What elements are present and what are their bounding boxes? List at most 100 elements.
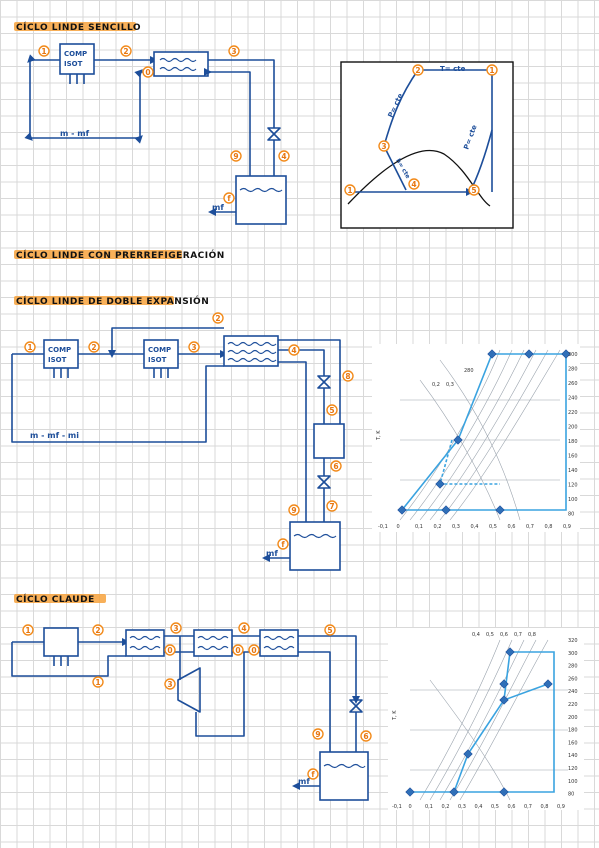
chart1-ytick-3: 240	[568, 396, 578, 402]
svg-text:f: f	[311, 770, 315, 779]
svg-text:f: f	[227, 194, 231, 203]
svg-text:ISOT: ISOT	[148, 356, 167, 364]
svg-text:0,2: 0,2	[432, 382, 440, 388]
svg-text:1: 1	[25, 626, 30, 635]
chart1-ytick-9: 120	[568, 483, 578, 489]
chart1-ytick-4: 220	[568, 410, 578, 416]
chart2-ytick-3: 260	[568, 676, 578, 682]
svg-text:f: f	[281, 540, 285, 549]
svg-text:2: 2	[215, 314, 220, 323]
svg-text:3: 3	[231, 47, 236, 56]
svg-text:0,6: 0,6	[500, 632, 508, 638]
title-claude: CÍCLO CLAUDE	[14, 593, 106, 605]
svg-text:COMP: COMP	[48, 346, 71, 354]
chart1-ytick-5: 200	[568, 425, 578, 431]
chart1-ytick-8: 140	[568, 468, 578, 474]
svg-text:ISOT: ISOT	[48, 356, 67, 364]
svg-text:0: 0	[167, 646, 172, 655]
chart1-xtick-10: 0,9	[563, 524, 571, 530]
chart1-ytick-7: 160	[568, 454, 578, 460]
chart1-xtick-9: 0,8	[545, 524, 553, 530]
svg-text:T, K: T, K	[376, 430, 382, 441]
svg-text:1: 1	[489, 66, 494, 75]
svg-text:9: 9	[315, 730, 320, 739]
svg-text:3: 3	[381, 142, 386, 151]
chart2-xtick-1: 0	[409, 804, 412, 810]
chart2-xtick-8: 0,7	[524, 804, 532, 810]
chart1-xtick-2: 0,1	[415, 524, 423, 530]
svg-text:8: 8	[345, 372, 350, 381]
svg-text:T, K: T, K	[392, 710, 398, 721]
chart1-xtick-4: 0,3	[452, 524, 460, 530]
chart2-ytick-2: 280	[568, 664, 578, 670]
chart1-ytick-1: 280	[568, 367, 578, 373]
chart2-ytick-8: 160	[568, 740, 578, 746]
chart2-ytick-11: 100	[568, 779, 578, 785]
svg-text:0,8: 0,8	[528, 632, 536, 638]
linde-simple-schematic: COMP ISOT mf m - mf 1 2 3 0 9 4 f	[24, 43, 290, 225]
chart1-ytick-6: 180	[568, 439, 578, 445]
svg-text:7: 7	[329, 502, 334, 511]
chart2-ytick-6: 200	[568, 715, 578, 721]
svg-text:4: 4	[291, 346, 296, 355]
svg-text:6: 6	[333, 462, 338, 471]
svg-text:0,7: 0,7	[514, 632, 522, 638]
svg-text:5: 5	[327, 626, 332, 635]
chart2-ytick-10: 120	[568, 766, 578, 772]
chart2-xtick-3: 0,2	[442, 804, 450, 810]
chart2-tx-diagram: T, K 0,4 0,5 0,6 0,7 0,8 320300280260240…	[388, 628, 584, 810]
chart2-xtick-0: -0,1	[392, 804, 402, 810]
svg-text:CÍCLO LINDE DE DOBLE EXPANSIÓN: CÍCLO LINDE DE DOBLE EXPANSIÓN	[16, 295, 209, 307]
svg-text:CÍCLO LINDE CON PRERREFIGERACI: CÍCLO LINDE CON PRERREFIGERACIÓN	[16, 249, 225, 261]
svg-text:9: 9	[233, 152, 238, 161]
svg-text:mf: mf	[212, 203, 224, 212]
chart1-ytick-0: 300	[568, 352, 578, 358]
svg-text:m - mf - mi: m - mf - mi	[30, 431, 79, 440]
svg-text:5: 5	[471, 186, 476, 195]
chart1-xtick-5: 0,4	[471, 524, 479, 530]
svg-text:280: 280	[464, 368, 474, 374]
chart2-ytick-5: 220	[568, 702, 578, 708]
svg-text:4: 4	[241, 624, 246, 633]
chart2-xtick-5: 0,4	[475, 804, 483, 810]
svg-text:0: 0	[145, 68, 150, 77]
svg-text:0: 0	[235, 646, 240, 655]
chart2-xtick-7: 0,6	[508, 804, 516, 810]
svg-text:1: 1	[27, 343, 32, 352]
chart1-xtick-0: -0,1	[378, 524, 388, 530]
svg-text:mf: mf	[266, 549, 278, 558]
chart2-ytick-12: 80	[568, 792, 574, 798]
svg-text:3: 3	[191, 343, 196, 352]
linde-double-schematic: COMP ISOT COMP ISOT mf m - mf - mi 1 2 3…	[11, 312, 354, 571]
separator-tank	[235, 175, 287, 225]
heat-exchanger	[153, 51, 209, 77]
svg-text:4: 4	[411, 180, 416, 189]
title-linde-simple: CÍCLO LINDE SENCILLO	[14, 21, 141, 33]
svg-text:4: 4	[281, 152, 286, 161]
svg-text:ISOT: ISOT	[64, 60, 83, 68]
claude-schematic: mf 1 2 3 4 5 1 0 0 0 3 9 6 f	[11, 622, 372, 801]
chart1-ytick-10: 100	[568, 497, 578, 503]
chart1-xtick-6: 0,5	[489, 524, 497, 530]
title-linde-precooling: CÍCLO LINDE CON PRERREFIGERACIÓN	[14, 249, 225, 261]
svg-text:2: 2	[91, 343, 96, 352]
svg-text:0: 0	[251, 646, 256, 655]
svg-text:0,3: 0,3	[446, 382, 454, 388]
chart1-tx-diagram: T, K 0,2 0,3 280 300 280 260 240 220 200 180 16…	[372, 344, 580, 532]
chart2-ytick-0: 320	[568, 638, 578, 644]
chart2-ytick-9: 140	[568, 753, 578, 759]
svg-text:6: 6	[363, 732, 368, 741]
svg-text:mf: mf	[298, 777, 310, 786]
chart1-ytick-2: 260	[568, 381, 578, 387]
svg-text:m - mf: m - mf	[60, 129, 90, 138]
chart2-xtick-9: 0,8	[541, 804, 549, 810]
svg-text:0,5: 0,5	[486, 632, 494, 638]
svg-text:1: 1	[95, 678, 100, 687]
svg-text:0,4: 0,4	[472, 632, 480, 638]
svg-text:T= cte: T= cte	[440, 65, 466, 73]
compressor-box	[59, 43, 95, 75]
expander-turbine-icon	[177, 667, 201, 713]
chart1-xtick-7: 0,6	[508, 524, 516, 530]
